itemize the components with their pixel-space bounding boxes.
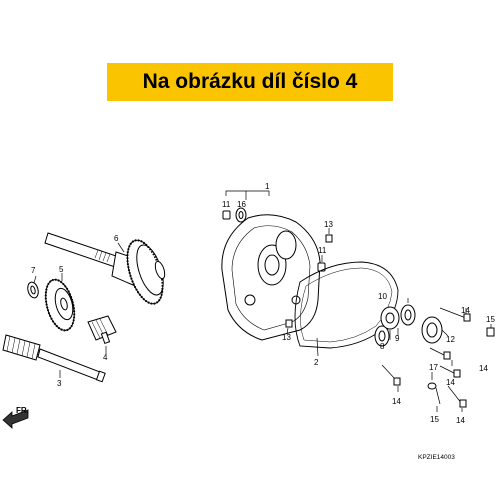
leader-lines xyxy=(33,228,492,412)
part-3-final-shaft[interactable] xyxy=(2,334,106,383)
callout-10: 10 xyxy=(378,292,387,301)
callout-14-a: 14 xyxy=(461,306,470,315)
part-6-shaft-with-gear[interactable] xyxy=(44,232,169,308)
callout-3: 3 xyxy=(57,379,62,388)
callout-6: 6 xyxy=(114,234,119,243)
part-7-washer[interactable] xyxy=(26,281,40,299)
callout-13-bottom: 13 xyxy=(282,333,291,342)
callout-13-top: 13 xyxy=(324,220,333,229)
part-15-bolt-a[interactable] xyxy=(486,327,495,337)
part-5-gear[interactable] xyxy=(41,277,80,334)
callout-4: 4 xyxy=(103,353,108,362)
callout-11-top: 11 xyxy=(222,200,231,209)
part-9-bearing[interactable] xyxy=(380,306,400,330)
callout-15-b: 15 xyxy=(430,415,439,424)
part-11-dowel-right[interactable] xyxy=(317,262,326,272)
callout-14-e: 14 xyxy=(456,416,465,425)
callout-8: 8 xyxy=(380,342,385,351)
part-14-bolt-b[interactable] xyxy=(429,347,451,360)
part-13-dowel-top[interactable] xyxy=(325,234,333,243)
part-17-washer[interactable] xyxy=(427,382,437,390)
part-13-dowel-bottom[interactable] xyxy=(285,319,293,328)
callout-12: 12 xyxy=(446,335,455,344)
part-14-bolt-a[interactable] xyxy=(439,307,471,322)
diagram-code: KPZIE14003 xyxy=(418,454,455,461)
callout-16: 16 xyxy=(237,200,246,209)
part-4-pinion[interactable] xyxy=(87,315,117,345)
callout-9: 9 xyxy=(395,334,400,343)
part-14-bolt-d[interactable] xyxy=(439,365,461,378)
callout-5: 5 xyxy=(59,265,64,274)
callout-11-right: 11 xyxy=(318,246,327,255)
part-12-bearing[interactable] xyxy=(421,316,443,344)
front-direction-arrow: FR. xyxy=(2,406,29,429)
part-15-bolt-b[interactable] xyxy=(435,387,441,405)
banner-text: Na obrázku díl číslo 4 xyxy=(142,70,358,93)
part-16-oil-seal[interactable] xyxy=(235,207,247,223)
part-10-oil-seal[interactable] xyxy=(400,304,416,326)
part-14-bolt-c[interactable] xyxy=(381,364,401,386)
callout-7: 7 xyxy=(31,266,36,275)
callout-2: 2 xyxy=(314,358,319,367)
callout-15-a: 15 xyxy=(486,315,495,324)
part-8-bearing[interactable] xyxy=(374,325,390,347)
callout-labels: 1 2 3 4 5 6 7 8 9 10 11 11 12 13 13 14 1… xyxy=(31,182,495,425)
part-1-transmission-cover[interactable] xyxy=(221,214,321,341)
callout-14-c: 14 xyxy=(392,397,401,406)
callout-17: 17 xyxy=(429,363,438,372)
part-11-dowel-pin-top[interactable] xyxy=(222,210,231,220)
callout-14-b: 14 xyxy=(446,378,455,387)
callout-1: 1 xyxy=(265,182,270,191)
direction-label: FR. xyxy=(16,406,29,415)
callout-14-d: 14 xyxy=(479,364,488,373)
part-number-banner: Na obrázku díl číslo 4 xyxy=(107,63,393,101)
part-14-bolt-e[interactable] xyxy=(447,385,467,408)
